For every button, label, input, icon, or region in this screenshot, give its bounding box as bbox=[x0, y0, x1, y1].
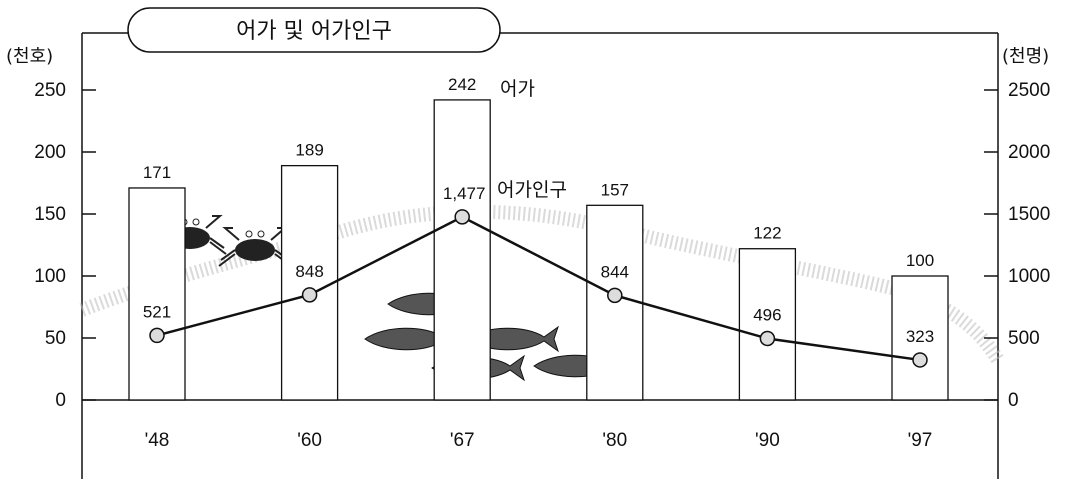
bar bbox=[433, 99, 491, 401]
x-axis-tick-label: '60 bbox=[297, 430, 322, 451]
right-axis-tick-label: 0 bbox=[1008, 390, 1019, 411]
bar-value-label: 122 bbox=[753, 224, 781, 243]
bar bbox=[891, 275, 949, 401]
bar-value-label: 157 bbox=[601, 180, 629, 199]
right-axis-unit: (천명) bbox=[1002, 46, 1049, 67]
x-axis-tick-label: '80 bbox=[602, 430, 627, 451]
line-value-label: 1,477 bbox=[443, 184, 486, 203]
left-axis-tick-label: 0 bbox=[55, 390, 66, 411]
x-axis-tick-label: '97 bbox=[908, 430, 933, 451]
bar bbox=[280, 164, 339, 401]
x-axis-tick-label: '67 bbox=[450, 430, 475, 451]
chart-title-box: 어가 및 어가인구 bbox=[127, 7, 501, 53]
bar-series-name: 어가 bbox=[500, 78, 535, 100]
chart-title: 어가 및 어가인구 bbox=[236, 19, 392, 44]
bar bbox=[738, 248, 797, 401]
line-value-label: 323 bbox=[906, 327, 934, 346]
line-series-name: 어가인구 bbox=[497, 179, 567, 201]
right-axis-tick-label: 500 bbox=[1008, 328, 1040, 349]
bar-value-label: 171 bbox=[143, 163, 171, 182]
line-point bbox=[607, 287, 623, 304]
bar-value-label: 100 bbox=[906, 251, 934, 270]
left-axis-unit: (천호) bbox=[6, 46, 53, 67]
line-value-label: 496 bbox=[753, 305, 781, 324]
right-axis-tick-label: 1000 bbox=[1008, 266, 1050, 287]
x-axis-tick-label: '90 bbox=[755, 430, 780, 451]
left-axis-tick-label: 250 bbox=[34, 80, 66, 101]
left-axis-tick-label: 200 bbox=[34, 142, 66, 163]
line-series bbox=[149, 209, 928, 368]
x-axis: '48 '60 '67 '80 '90 '97 bbox=[145, 430, 933, 451]
bar-series bbox=[128, 99, 949, 401]
line-point bbox=[912, 352, 928, 368]
left-axis: 250 200 150 100 50 0 bbox=[34, 80, 96, 411]
right-axis: 2500 2000 1500 1000 500 0 bbox=[984, 80, 1050, 411]
bar-value-label: 189 bbox=[295, 141, 323, 160]
x-axis-tick-label: '48 bbox=[145, 430, 170, 451]
series-line bbox=[156, 215, 921, 362]
right-axis-tick-label: 2500 bbox=[1008, 80, 1050, 101]
bar bbox=[128, 187, 186, 401]
line-value-label: 844 bbox=[601, 262, 629, 281]
line-point bbox=[454, 209, 470, 225]
left-axis-tick-label: 150 bbox=[34, 204, 66, 225]
left-axis-tick-label: 50 bbox=[45, 328, 66, 349]
line-point bbox=[301, 287, 318, 303]
right-axis-tick-label: 2000 bbox=[1008, 142, 1050, 163]
line-value-label: 848 bbox=[295, 262, 323, 281]
line-point bbox=[149, 327, 165, 344]
chart-frame bbox=[81, 32, 999, 479]
bar-value-labels: 171 189 242 157 122 100 bbox=[143, 75, 934, 270]
bar-value-label: 242 bbox=[448, 75, 476, 94]
line-point bbox=[759, 330, 776, 347]
line-value-label: 521 bbox=[143, 302, 171, 321]
left-axis-tick-label: 100 bbox=[34, 266, 66, 287]
right-axis-tick-label: 1500 bbox=[1008, 204, 1050, 225]
line-value-labels: 521 848 1,477 844 496 323 bbox=[143, 184, 934, 346]
